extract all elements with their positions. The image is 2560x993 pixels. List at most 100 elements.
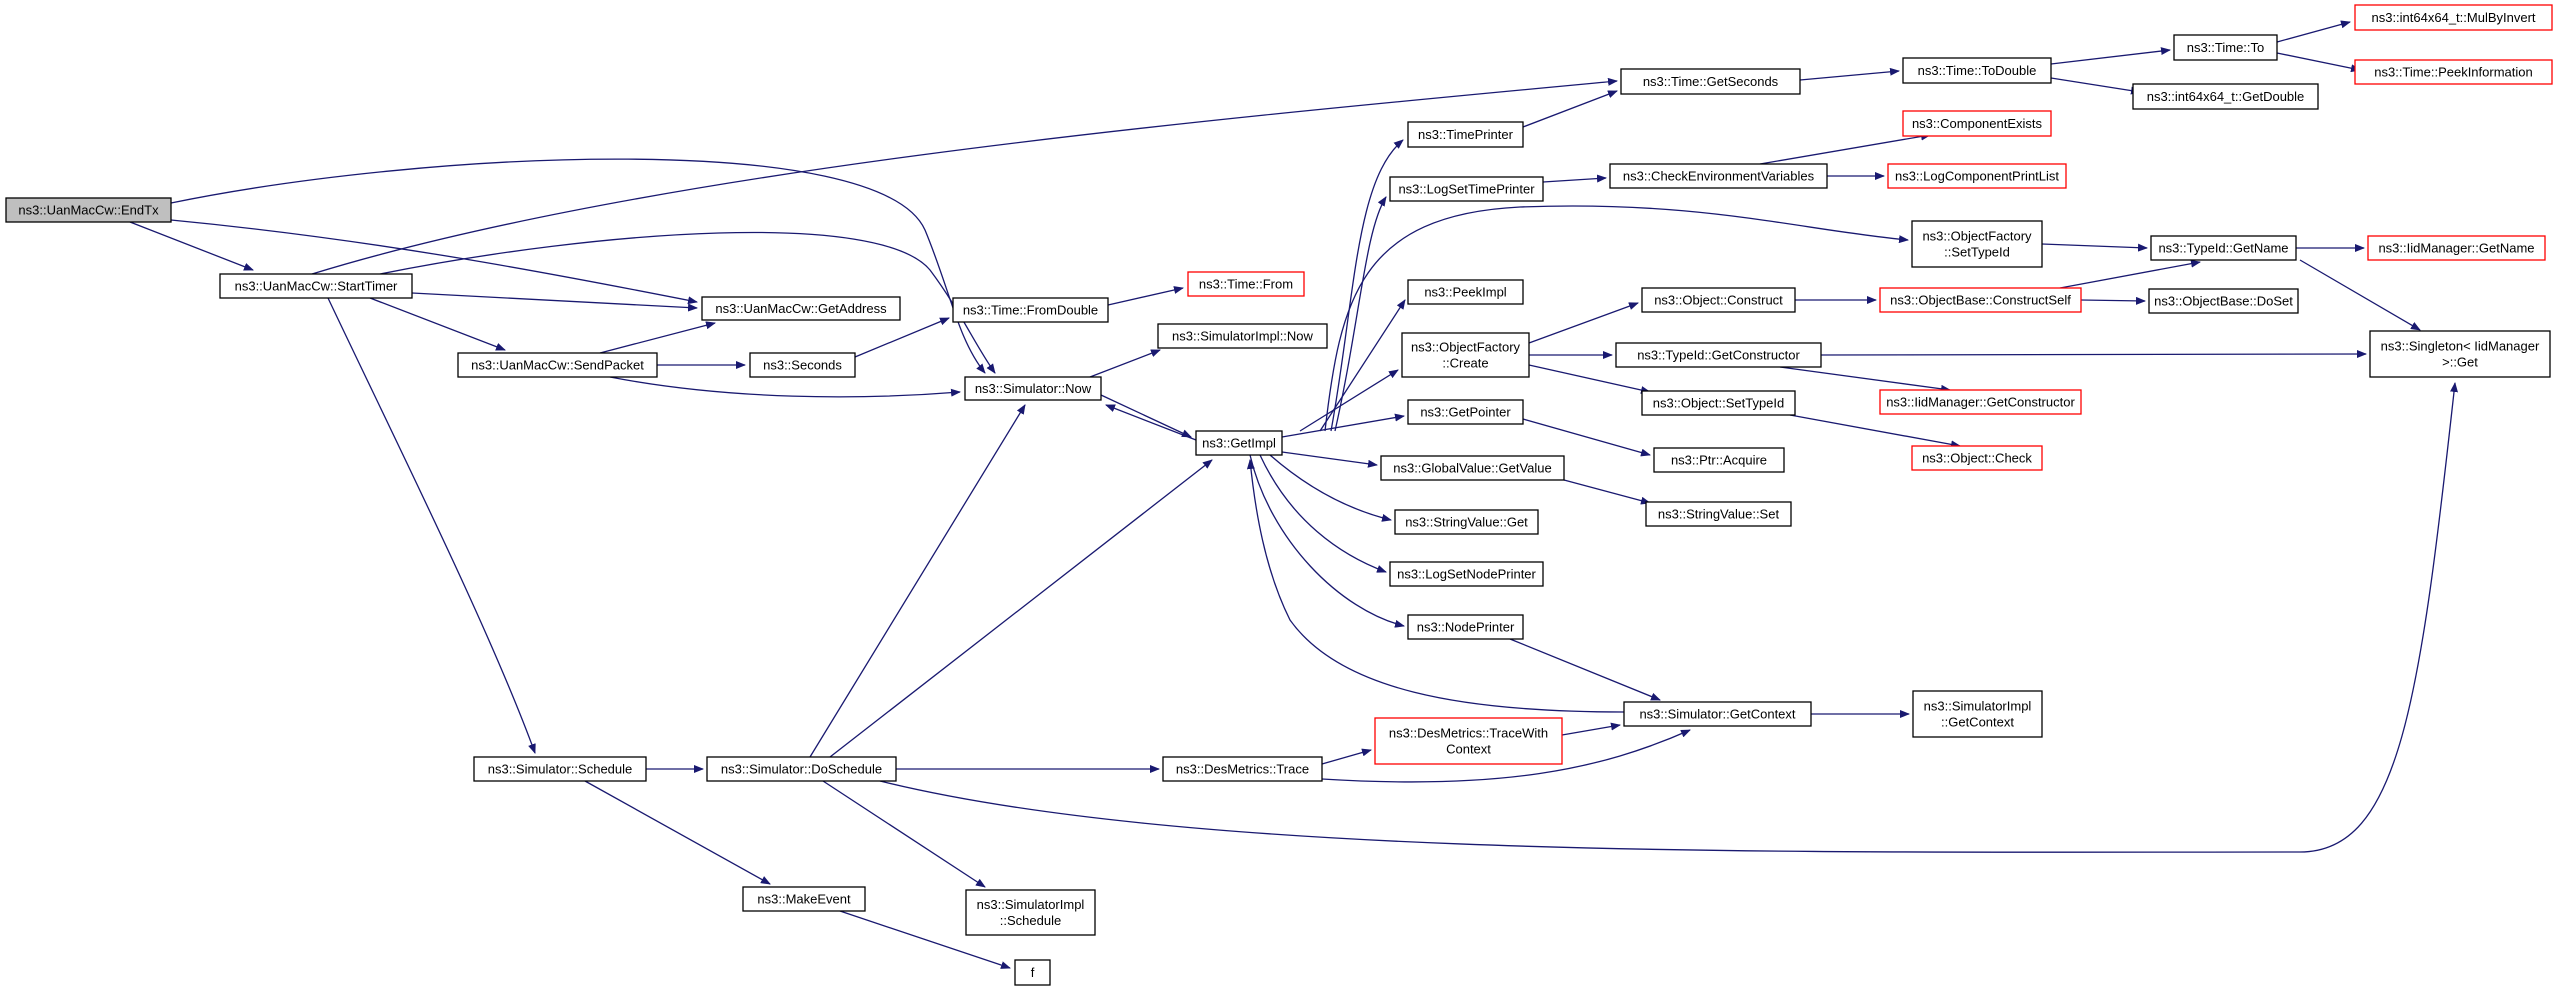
edge-getcontext-to-getimpl (1246, 459, 1625, 713)
node-logcomponentprintlist[interactable]: ns3::LogComponentPrintList (1887, 163, 2067, 189)
edge-objectsettypeid-to-objectcheck (1789, 414, 1961, 449)
node-label: ns3::ObjectFactory (1411, 340, 1521, 355)
node-simimplgetcontext[interactable]: ns3::SimulatorImpl::GetContext (1912, 690, 2043, 738)
edge-starttimer-to-simschedule (327, 297, 536, 754)
node-seconds[interactable]: ns3::Seconds (749, 352, 856, 378)
node-iidgetconstructor[interactable]: ns3::IidManager::GetConstructor (1879, 389, 2082, 415)
node-box (1879, 287, 2082, 313)
node-label: ns3::GetImpl (1202, 436, 1276, 451)
node-box (706, 756, 897, 782)
node-box (1162, 756, 1323, 782)
node-getseconds[interactable]: ns3::Time::GetSeconds (1620, 68, 1801, 95)
edge-constructself-to-doset (2080, 296, 2146, 305)
node-globalvaluegetvalue[interactable]: ns3::GlobalValue::GetValue (1380, 455, 1565, 481)
node-todouble[interactable]: ns3::Time::ToDouble (1902, 57, 2052, 84)
node-simnow[interactable]: ns3::Simulator::Now (964, 376, 1102, 401)
edge-fromdouble-to-timefrom (1107, 286, 1184, 306)
edge-seconds-to-fromdouble (854, 317, 950, 358)
node-ptracquire[interactable]: ns3::Ptr::Acquire (1653, 447, 1785, 473)
node-typeidgetname[interactable]: ns3::TypeId::GetName (2150, 235, 2297, 261)
node-objfactorysettypeid[interactable]: ns3::ObjectFactory::SetTypeId (1911, 220, 2043, 268)
node-checkenv[interactable]: ns3::CheckEnvironmentVariables (1609, 163, 1828, 189)
node-box (1187, 271, 1305, 297)
node-endtx[interactable]: ns3::UanMacCw::EndTx (5, 197, 172, 223)
edge-endtx-to-starttimer (129, 221, 254, 271)
edge-getpointer-to-ptracquire (1522, 418, 1651, 457)
node-peekimpl[interactable]: ns3::PeekImpl (1407, 279, 1524, 305)
edge-desmetricstrace-to-getcontext (1321, 729, 1691, 783)
edge-getimpl-to-timeprinter (1330, 139, 1404, 432)
node-getconstructor[interactable]: ns3::TypeId::GetConstructor (1615, 342, 1822, 368)
node-mulbyinvert[interactable]: ns3::int64x64_t::MulByInvert (2354, 4, 2553, 31)
node-stringvalueset[interactable]: ns3::StringValue::Set (1645, 501, 1792, 527)
node-box (749, 352, 856, 378)
node-doschedule[interactable]: ns3::Simulator::DoSchedule (706, 756, 897, 782)
node-label: ns3::Seconds (763, 358, 842, 373)
node-f[interactable]: f (1014, 959, 1051, 986)
node-sendpacket[interactable]: ns3::UanMacCw::SendPacket (457, 352, 658, 378)
node-box (1401, 332, 1530, 378)
node-label: ns3::Object::Check (1922, 451, 2032, 466)
node-box (5, 197, 172, 223)
edge-todouble-to-timeto (2050, 47, 2171, 65)
node-label: ns3::UanMacCw::GetAddress (715, 301, 887, 316)
node-objectconstruct[interactable]: ns3::Object::Construct (1641, 287, 1796, 313)
node-label: ::GetContext (1941, 715, 2014, 730)
node-label: ::Create (1442, 356, 1488, 371)
node-simimplnow[interactable]: ns3::SimulatorImpl::Now (1157, 323, 1328, 349)
node-stringvalueget[interactable]: ns3::StringValue::Get (1394, 509, 1539, 535)
node-constructself[interactable]: ns3::ObjectBase::ConstructSelf (1879, 287, 2082, 313)
node-starttimer[interactable]: ns3::UanMacCw::StartTimer (219, 273, 413, 299)
edge-constructself-to-typeidgetname (2059, 259, 2201, 289)
node-getimpl[interactable]: ns3::GetImpl (1195, 430, 1283, 456)
node-timeprinter[interactable]: ns3::TimePrinter (1407, 121, 1524, 148)
node-box (1389, 176, 1544, 202)
node-box (2150, 235, 2297, 261)
node-nodeprinter[interactable]: ns3::NodePrinter (1407, 614, 1524, 640)
node-label: ns3::SimulatorImpl (1924, 699, 2032, 714)
edge-starttimer-to-simnow (379, 231, 996, 374)
node-label: ns3::TimePrinter (1418, 127, 1514, 142)
node-objfactorycreate[interactable]: ns3::ObjectFactory::Create (1401, 332, 1530, 378)
node-label: ns3::TypeId::GetConstructor (1637, 348, 1800, 363)
node-objectsettypeid[interactable]: ns3::Object::SetTypeId (1641, 390, 1796, 416)
node-makeevent[interactable]: ns3::MakeEvent (742, 886, 866, 912)
node-label: ns3::Time::To (2187, 40, 2265, 55)
node-iidmanagergetname[interactable]: ns3::IidManager::GetName (2367, 235, 2546, 261)
node-timeto[interactable]: ns3::Time::To (2173, 34, 2278, 61)
node-logsetnodeprinter[interactable]: ns3::LogSetNodePrinter (1389, 561, 1544, 587)
node-label: ns3::Simulator::GetContext (1639, 707, 1795, 722)
node-box (2173, 34, 2278, 61)
node-componentexists[interactable]: ns3::ComponentExists (1902, 110, 2052, 137)
node-fromdouble[interactable]: ns3::Time::FromDouble (952, 297, 1109, 323)
node-getaddress[interactable]: ns3::UanMacCw::GetAddress (701, 296, 901, 321)
node-objectcheck[interactable]: ns3::Object::Check (1911, 445, 2043, 471)
node-simschedule[interactable]: ns3::Simulator::Schedule (473, 756, 647, 782)
node-simimplschedule[interactable]: ns3::SimulatorImpl::Schedule (965, 889, 1096, 936)
node-getpointer[interactable]: ns3::GetPointer (1407, 399, 1524, 425)
node-label: ns3::Simulator::Schedule (488, 762, 633, 777)
node-box (1902, 110, 2052, 137)
edge-starttimer-to-getaddress (411, 292, 698, 312)
node-timefrom[interactable]: ns3::Time::From (1187, 271, 1305, 297)
edge-objfactorysettypeid-to-typeidgetname (2041, 243, 2148, 252)
edge-logsettimeprinter-to-checkenv (1542, 174, 1607, 183)
node-peekinformation[interactable]: ns3::Time::PeekInformation (2354, 59, 2553, 85)
node-box (1911, 220, 2043, 268)
node-label: ns3::Time::From (1199, 277, 1293, 292)
node-logsettimeprinter[interactable]: ns3::LogSetTimePrinter (1389, 176, 1544, 202)
node-label: ns3::ObjectFactory (1922, 229, 2032, 244)
node-box (1641, 287, 1796, 313)
node-singletonget[interactable]: ns3::Singleton< IidManager>::Get (2369, 330, 2551, 378)
node-doset[interactable]: ns3::ObjectBase::DoSet (2148, 288, 2299, 314)
node-label: ns3::StringValue::Get (1405, 515, 1528, 530)
node-label: ns3::Time::PeekInformation (2374, 65, 2532, 80)
node-label: ns3::IidManager::GetName (2378, 241, 2534, 256)
node-label: ::Schedule (1000, 913, 1061, 928)
node-desmetricstrace[interactable]: ns3::DesMetrics::Trace (1162, 756, 1323, 782)
node-getcontext[interactable]: ns3::Simulator::GetContext (1623, 701, 1812, 727)
node-getdouble[interactable]: ns3::int64x64_t::GetDouble (2132, 83, 2319, 110)
edge-getimpl-to-objfactorycreate (1299, 369, 1399, 432)
edge-globalvaluegetvalue-to-stringvalueset (1563, 479, 1651, 505)
